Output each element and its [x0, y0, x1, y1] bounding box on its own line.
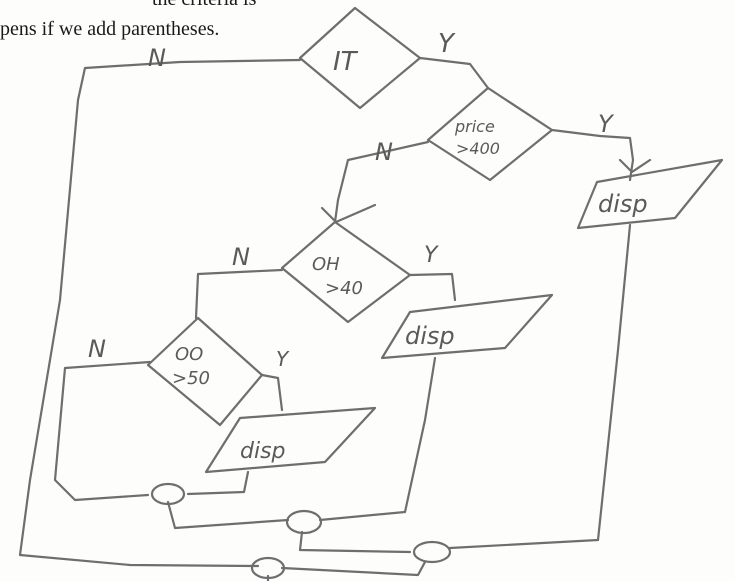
connector-lines	[18, 56, 652, 581]
output-disp-3: disp	[204, 406, 377, 474]
merge-connectors	[150, 482, 452, 580]
branch-labels: N Y N Y N Y N Y	[88, 29, 615, 371]
line-oo-no	[53, 360, 152, 502]
line-merge1-out	[166, 500, 290, 530]
merge-connector-3	[412, 540, 452, 564]
label-price-yes: Y	[598, 110, 615, 138]
decision-oh-diamond	[280, 220, 412, 324]
line-merge2-out	[298, 530, 412, 554]
output-disp-2: disp	[380, 293, 554, 360]
label-oo-no: N	[88, 335, 106, 363]
decision-oo-label-2: >50	[172, 368, 210, 389]
line-it-no	[18, 58, 302, 568]
label-oh-no: N	[232, 243, 250, 271]
line-disp2-down	[318, 356, 437, 522]
clipped-printed-line: the criteria is met.	[0, 0, 290, 12]
line-it-yes	[418, 56, 490, 90]
decision-it: IT	[298, 6, 422, 110]
output-disp-3-shape	[204, 406, 377, 474]
arrowhead-price-no	[320, 203, 377, 224]
decision-price: price >400	[426, 86, 554, 182]
decision-price-diamond	[426, 86, 554, 182]
line-merge3-out	[280, 560, 427, 577]
printed-text: pens if we add parentheses.	[0, 18, 220, 40]
output-disp-1: disp	[576, 158, 724, 230]
decision-oo-diamond	[146, 316, 264, 427]
arrowhead-price-yes	[618, 158, 652, 174]
label-oh-yes: Y	[424, 243, 439, 268]
output-disp-3-label: disp	[240, 439, 286, 464]
decision-it-label: IT	[333, 47, 359, 77]
output-disp-1-label: disp	[598, 190, 648, 218]
decision-oh: OH >40	[280, 220, 412, 324]
output-disp-2-label: disp	[405, 322, 455, 350]
decision-oo: OO >50	[146, 316, 264, 427]
output-disp-2-shape	[380, 293, 554, 360]
decision-oh-label-1: OH	[312, 254, 340, 275]
merge-connector-2	[285, 509, 323, 535]
decision-oh-label-2: >40	[325, 278, 363, 299]
line-disp3-down	[186, 470, 250, 496]
line-oo-yes	[260, 373, 284, 412]
line-price-no	[333, 140, 430, 224]
label-it-no: N	[148, 44, 166, 72]
decision-it-diamond	[298, 6, 422, 110]
merge-connector-1	[150, 482, 186, 506]
label-price-no: N	[375, 138, 393, 166]
merge-connector-4	[250, 556, 286, 580]
output-disp-1-shape	[576, 158, 724, 230]
decision-price-label-1: price	[454, 117, 495, 136]
line-oh-no	[194, 268, 284, 320]
decision-price-label-2: >400	[456, 139, 500, 158]
line-oh-yes	[408, 272, 457, 302]
label-oo-yes: Y	[276, 347, 290, 371]
line-price-yes	[550, 128, 635, 182]
decision-oo-label-1: OO	[175, 344, 203, 365]
line-disp1-down	[448, 223, 632, 550]
clipped-printed-text: the criteria is met.	[152, 0, 290, 12]
label-it-yes: Y	[438, 29, 456, 59]
